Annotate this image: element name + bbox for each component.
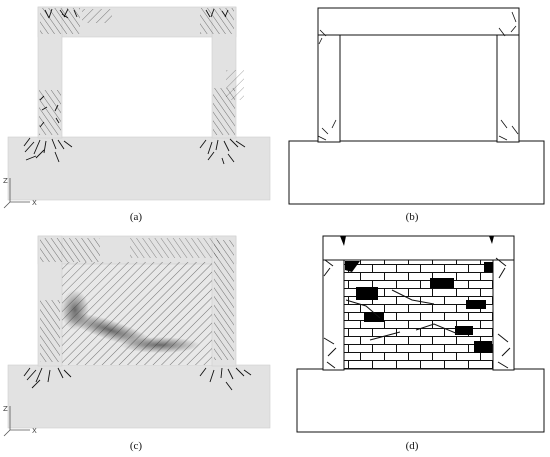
axis-triad-c — [3, 406, 30, 437]
panel-d — [296, 235, 545, 433]
damaged-blocks-d — [340, 236, 494, 353]
caption-b: (b) — [405, 211, 419, 223]
panel-b — [288, 7, 545, 205]
axis-label-z-a: Z — [3, 177, 8, 185]
beam-b — [317, 7, 520, 36]
axis-label-x-c: X — [32, 427, 37, 435]
beam-d — [322, 235, 515, 261]
crack-pattern-d — [323, 257, 511, 369]
axis-label-z-c: Z — [3, 405, 8, 413]
axis-label-x-a: X — [32, 199, 37, 207]
panel-a: Z X — [3, 6, 271, 209]
panel-c: Z X — [3, 235, 271, 437]
crack-pattern-b — [317, 11, 519, 141]
foundation-d — [296, 368, 545, 433]
foundation-b — [288, 140, 545, 205]
caption-c: (c) — [129, 440, 143, 452]
caption-d: (d) — [405, 440, 419, 452]
axis-triad-a — [3, 178, 30, 209]
foundation-a — [7, 136, 271, 201]
caption-a: (a) — [129, 211, 143, 223]
crack-pattern-a — [23, 8, 246, 165]
crack-pattern-c — [23, 238, 252, 391]
foundation-c — [7, 364, 271, 429]
